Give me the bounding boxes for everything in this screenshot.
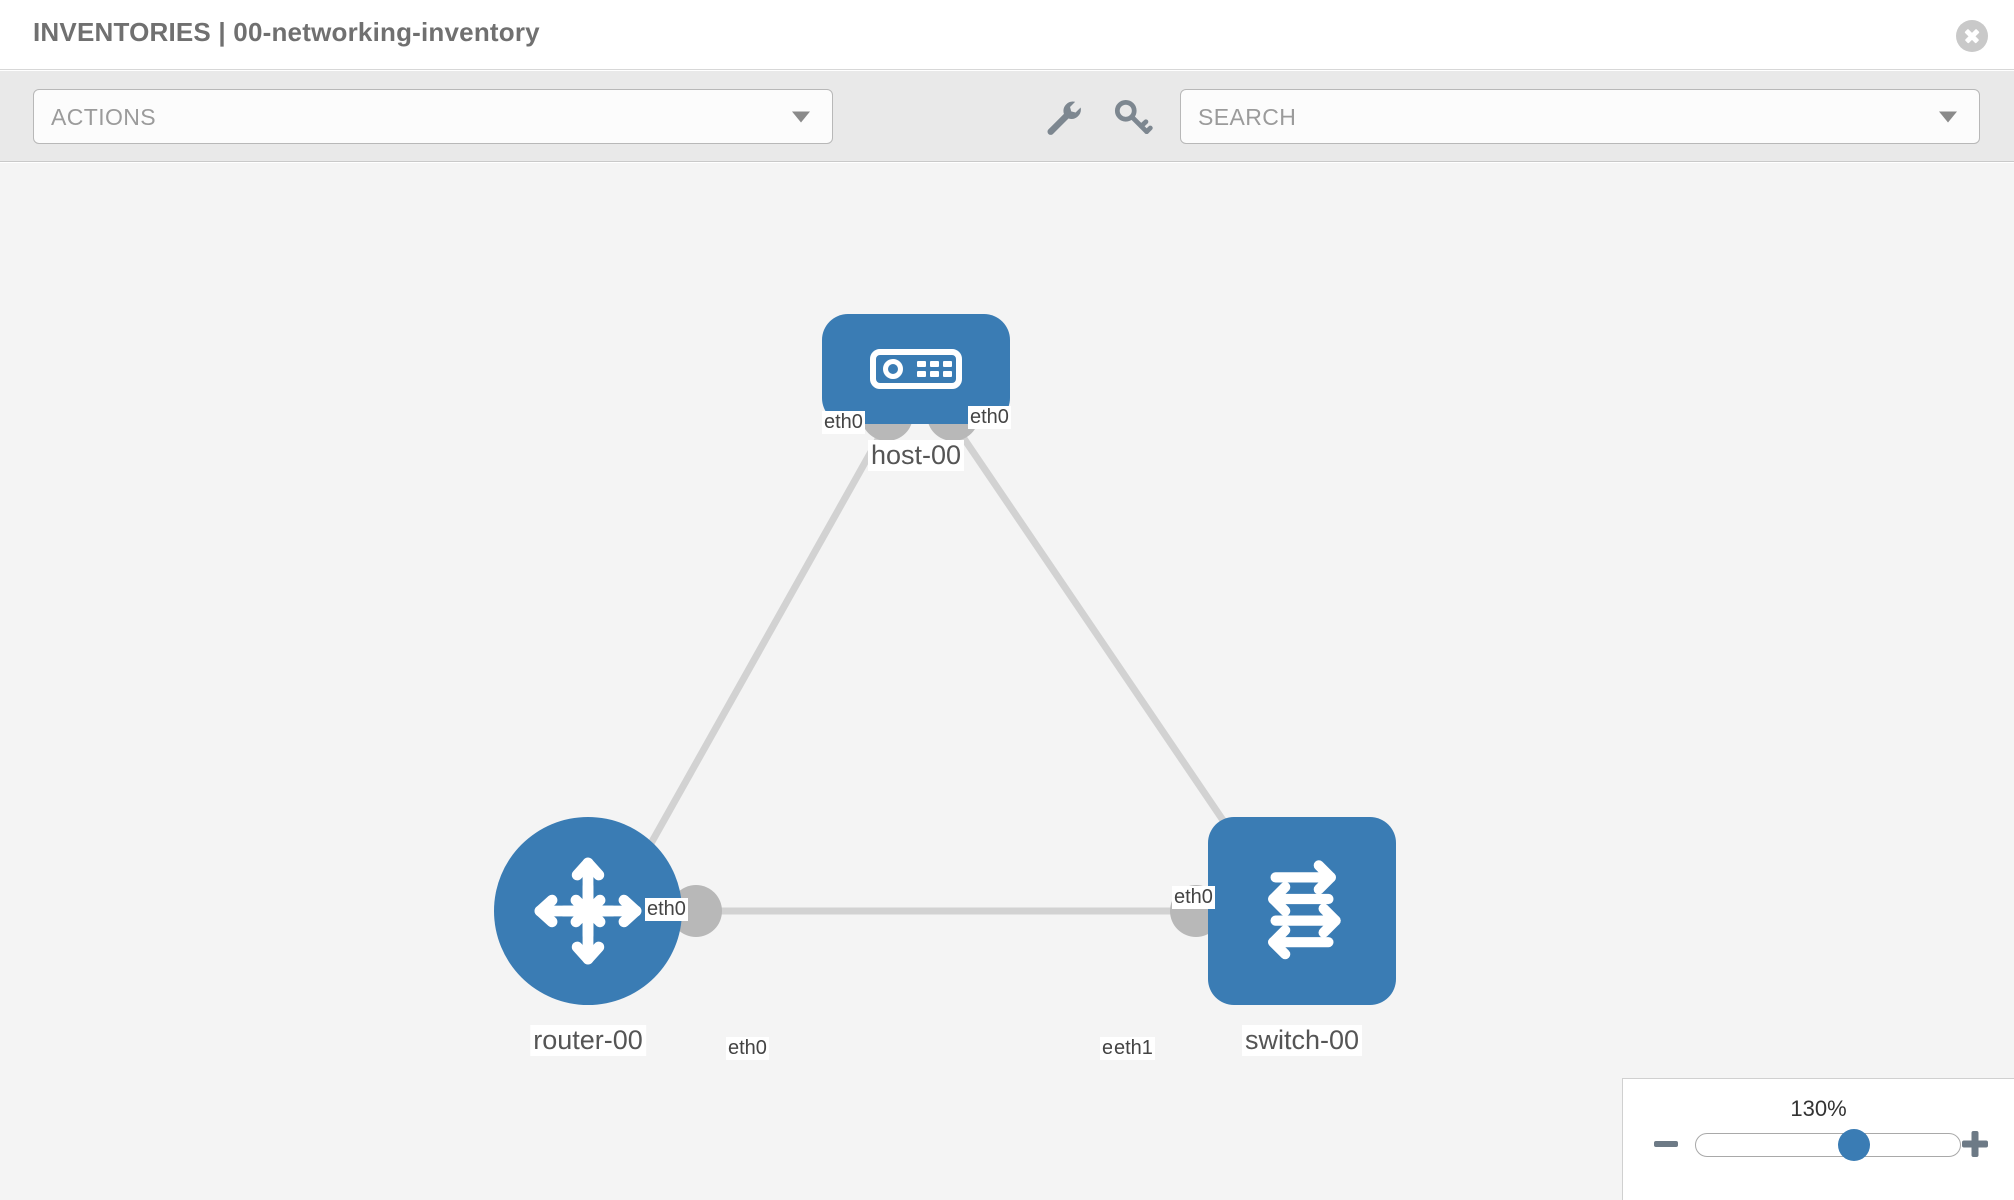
node-label-router-00: router-00 [530,1025,646,1056]
link-host-router[interactable] [636,416,894,865]
node-label-switch-00: switch-00 [1241,1025,1363,1056]
router-icon [534,857,642,965]
link-host-switch[interactable] [947,416,1255,865]
topology-links [636,389,1275,937]
port-label-host-right: eth0 [968,406,1011,429]
node-label-host-00: host-00 [867,440,965,471]
search-input[interactable]: SEARCH [1180,89,1980,144]
zoom-in-button[interactable] [1958,1127,1992,1161]
wrench-icon[interactable] [1040,95,1084,139]
chevron-down-icon[interactable] [1939,111,1957,122]
server-icon [870,349,962,389]
port-label-switch-left: eth1 [1112,1037,1155,1060]
topology-canvas[interactable]: host-00 router-00 switch-00 eth0 eth0 et… [0,163,2014,1200]
zoom-slider-thumb[interactable] [1838,1129,1871,1161]
actions-dropdown-label: ACTIONS [51,104,157,130]
close-icon[interactable] [1956,20,1988,52]
port-label-host-left: eth0 [822,411,865,434]
zoom-out-button[interactable] [1649,1127,1683,1161]
port-label-switch-up: eth0 [1172,886,1215,909]
node-host-00[interactable] [822,314,1010,424]
port-label-router-right: eth0 [726,1037,769,1060]
toolbar: ACTIONS SEARCH [0,71,2014,162]
link-lines [636,416,1255,915]
zoom-control-panel: 130% [1622,1078,2014,1200]
switch-icon [1268,860,1341,960]
zoom-level-value: 130% [1790,1096,1847,1121]
page-title: INVENTORIES | 00-networking-inventory [33,17,540,47]
key-icon[interactable] [1110,95,1154,139]
search-placeholder: SEARCH [1198,104,1297,130]
link-endpoints [670,389,1275,937]
port-label-router-up: eth0 [645,898,688,921]
chevron-down-icon [792,111,810,122]
node-switch-00[interactable] [1208,817,1396,1005]
zoom-slider[interactable] [1695,1129,1961,1161]
page-header: INVENTORIES | 00-networking-inventory [0,0,2014,70]
actions-dropdown[interactable]: ACTIONS [33,89,833,144]
